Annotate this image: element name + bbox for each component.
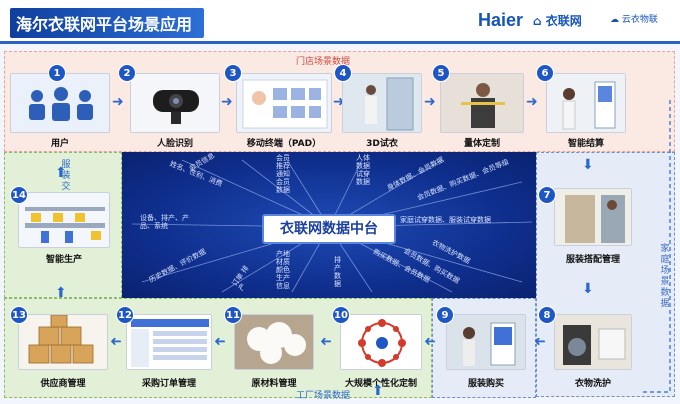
third-logo-text: 云衣物联 (621, 15, 658, 25)
arrow-up-icon: ⬆ (55, 165, 67, 181)
arrow-down-icon: ⬇ (582, 157, 594, 173)
arrow-left-icon: ➜ (110, 333, 122, 349)
step-label-3: 移动终端（PAD） (246, 139, 322, 149)
step-label-4: 3D试衣 (366, 139, 398, 149)
step-number-10: 10 (332, 306, 350, 324)
arrow-right-icon: ➜ (333, 94, 345, 110)
step-number-4: 4 (334, 64, 352, 82)
wardrobe-icon (555, 189, 631, 245)
step-number-12: 12 (116, 306, 134, 324)
return-dashed-line (640, 100, 671, 393)
step-label-11: 原材料管理 (251, 379, 297, 389)
step-number-13: 13 (10, 306, 28, 324)
software-window-icon (127, 315, 211, 369)
card-smart-production[interactable] (18, 192, 110, 248)
card-mobile-pad[interactable] (236, 73, 332, 133)
card-face-recognition[interactable] (130, 73, 220, 133)
step-label-5: 量体定制 (463, 139, 500, 149)
camera-icon (131, 74, 219, 132)
step-number-3: 3 (224, 64, 242, 82)
users-icon (11, 74, 109, 132)
arrow-left-icon: ➜ (320, 333, 332, 349)
step-label-10: 大规模个性化定制 (344, 379, 417, 389)
core-label-h: 设备、排产、产品、系统 (140, 214, 189, 230)
card-material-management[interactable] (234, 314, 314, 370)
step-label-7: 服装搭配管理 (565, 255, 620, 265)
card-user[interactable] (10, 73, 110, 133)
card-clothing-purchase[interactable] (446, 314, 526, 370)
step-label-9: 服装购买 (467, 379, 504, 389)
step-label-2: 人脸识别 (156, 139, 193, 149)
card-outfit-management[interactable] (554, 188, 632, 246)
step-number-14: 14 (10, 186, 28, 204)
card-body-measure[interactable] (440, 73, 524, 133)
washing-machine-icon (555, 315, 631, 369)
step-label-8: 衣物洗护 (574, 379, 611, 389)
step-label-12: 采购订单管理 (141, 379, 196, 389)
arrow-left-icon: ➜ (534, 333, 546, 349)
third-logo: ☁ 云衣物联 (610, 12, 658, 25)
data-platform-hub: 衣联网数据中台 (262, 214, 396, 244)
core-label-l: 排产 数据 (334, 256, 341, 288)
arrow-right-icon: ➜ (221, 94, 233, 110)
card-smart-checkout[interactable] (546, 73, 626, 133)
step-label-6: 智能结算 (567, 139, 604, 149)
arrow-left-icon: ➜ (214, 333, 226, 349)
hanger-icon: ⌂ (533, 14, 542, 28)
arrow-right-icon: ➜ (526, 94, 538, 110)
card-laundry-care[interactable] (554, 314, 632, 370)
yilianwang-logo: ⌂ 衣联网 (533, 12, 582, 29)
yilianwang-text: 衣联网 (545, 14, 582, 28)
step-label-13: 供应商管理 (40, 379, 86, 389)
arrow-left-icon: ➜ (424, 333, 436, 349)
core-label-d: 人体 数据 试穿 数据 (356, 154, 370, 186)
card-3d-fitting[interactable] (342, 73, 422, 133)
step-number-5: 5 (432, 64, 450, 82)
page-title: 海尔衣联网平台场景应用 (10, 8, 205, 38)
step-number-1: 1 (48, 64, 66, 82)
home-zone-label: 家庭场景数据 (660, 244, 670, 309)
step-number-2: 2 (118, 64, 136, 82)
arrow-down-icon: ⬇ (582, 281, 594, 297)
store-zone-label: 门店场景数据 (296, 57, 351, 67)
card-mass-customization[interactable] (340, 314, 422, 370)
card-supplier-management[interactable] (18, 314, 108, 370)
fitting-mirror-icon (343, 74, 421, 132)
arrow-right-icon: ➜ (424, 94, 436, 110)
production-line-icon (19, 193, 109, 247)
cotton-icon (235, 315, 313, 369)
customization-cycle-icon (341, 315, 421, 369)
core-label-g: 家庭试穿数据、服装试穿数据 (400, 216, 491, 224)
step-label-14: 智能生产 (45, 255, 82, 265)
shopping-screen-icon (447, 315, 525, 369)
kiosk-icon (547, 74, 625, 132)
arrow-up-icon: ⬆ (55, 285, 67, 301)
step-number-8: 8 (538, 306, 556, 324)
factory-zone-label: 工厂场景数据 (296, 391, 351, 401)
cloud-icon: ☁ (610, 15, 619, 25)
step-number-7: 7 (538, 186, 556, 204)
step-number-11: 11 (224, 306, 242, 324)
card-purchase-orders[interactable] (126, 314, 212, 370)
haier-logo: Haier (478, 10, 524, 30)
core-label-c: 会员 推荐 通知 会员 数据 (276, 154, 290, 194)
boxes-icon (19, 315, 107, 369)
tailor-icon (441, 74, 523, 132)
tablet-screen-icon (237, 74, 331, 132)
arrow-up-icon: ⬆ (372, 383, 384, 399)
step-number-6: 6 (536, 64, 554, 82)
arrow-right-icon: ➜ (112, 94, 124, 110)
core-label-k: 产地 材质 颜色 生产 信息 (276, 250, 290, 290)
step-number-9: 9 (436, 306, 454, 324)
step-label-1: 用户 (50, 139, 69, 149)
